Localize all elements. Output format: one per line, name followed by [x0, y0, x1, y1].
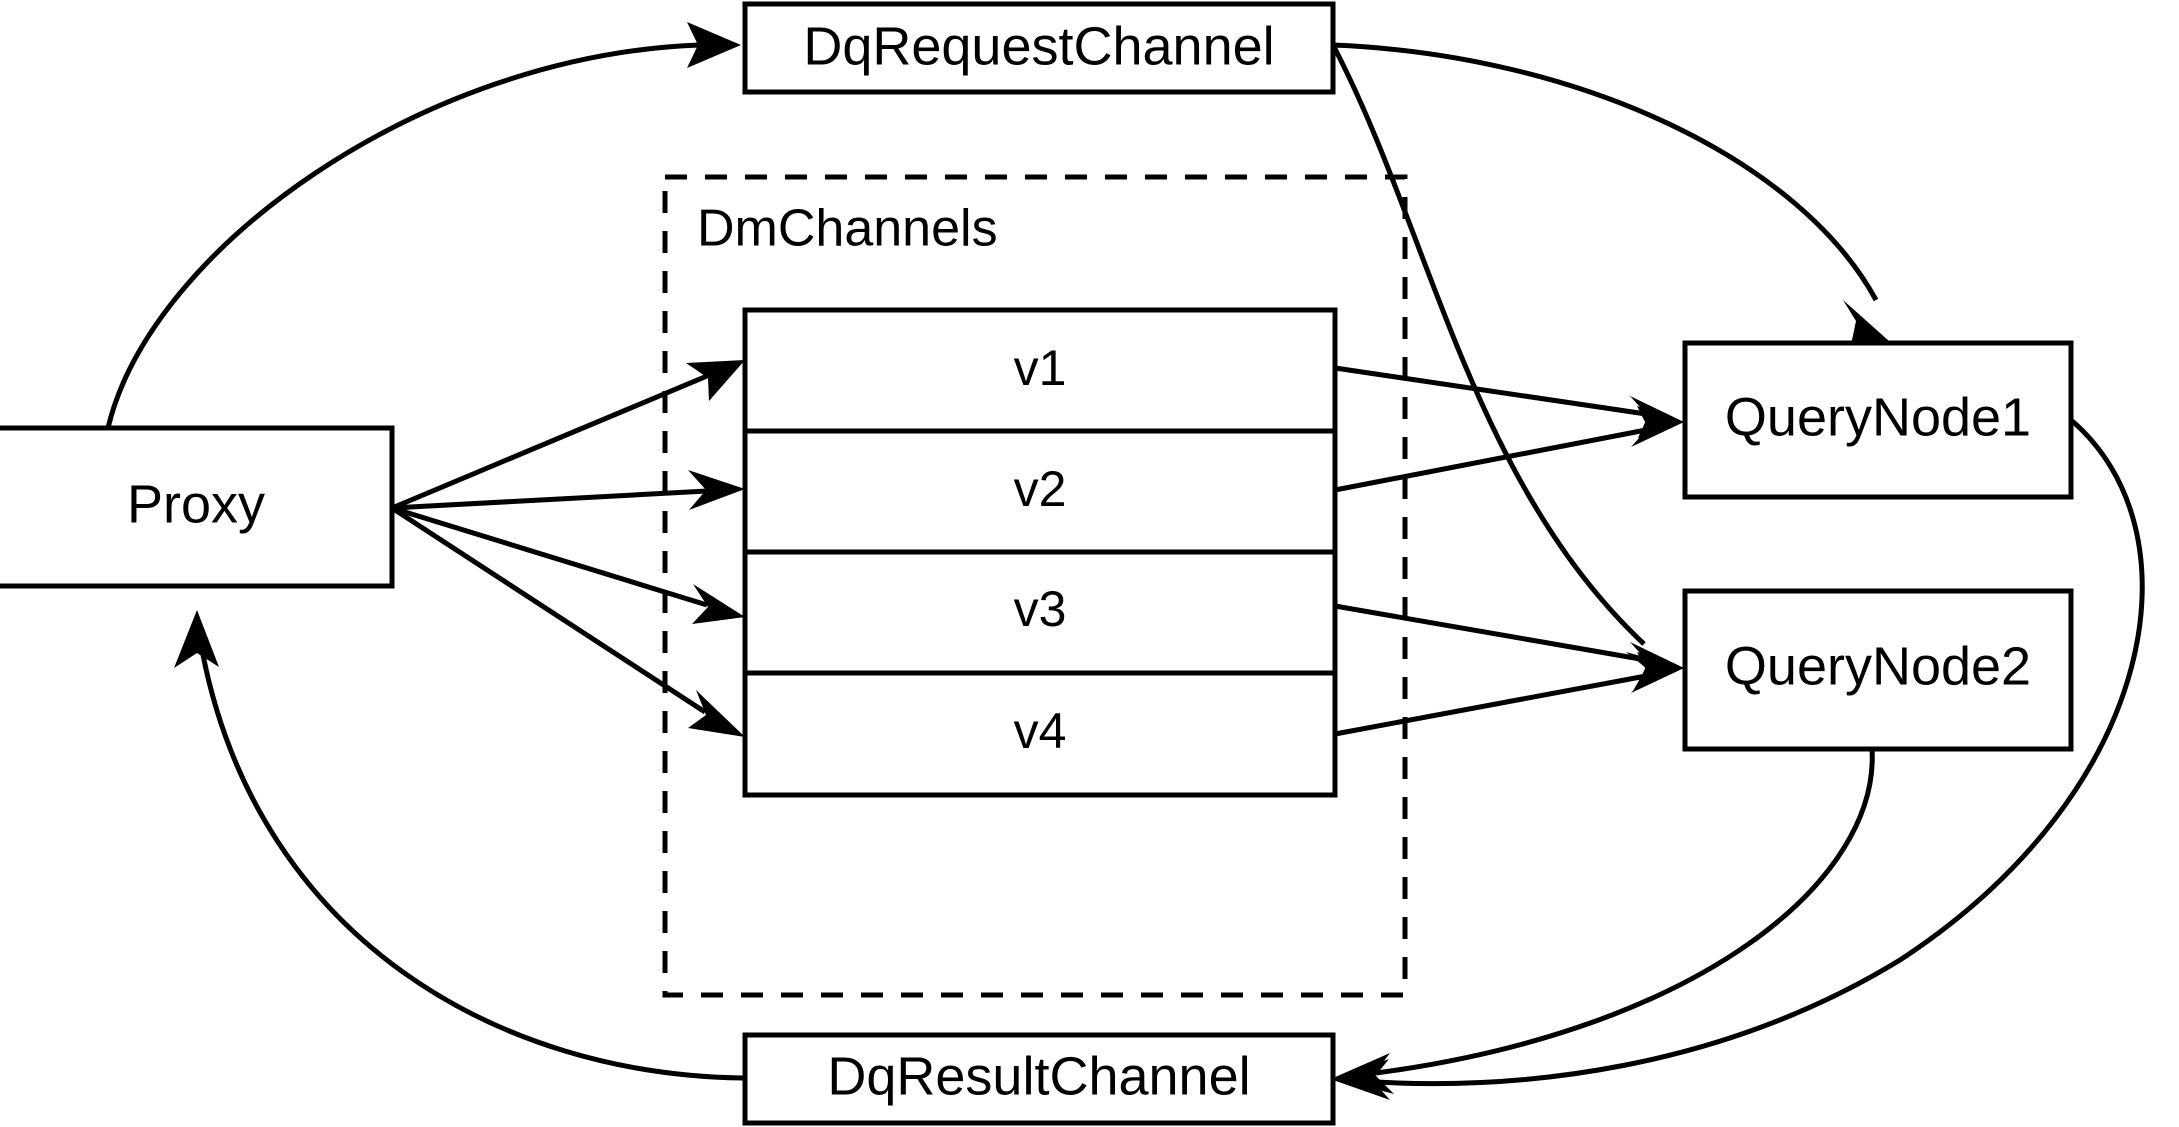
arrow-head-icon: [692, 584, 745, 624]
node-dq-result-channel[interactable]: DqResultChannel: [742, 1032, 1336, 1126]
arrow-head-icon: [688, 470, 745, 510]
dm-channel-label: v2: [1014, 461, 1067, 517]
edge-proxy-to-dq-request-channel: [105, 22, 741, 429]
dm-channel-label: v3: [1014, 581, 1067, 637]
edge-path: [1375, 748, 1875, 1076]
edge-path: [1334, 365, 1647, 417]
arrow-head-icon: [1631, 406, 1684, 447]
node-box[interactable]: [742, 1, 1336, 95]
node-box[interactable]: [1682, 340, 2074, 500]
edge-v3-to-query-node-2: [1334, 603, 1684, 684]
node-query-node-2[interactable]: QueryNode2: [1682, 588, 2074, 752]
edge-path: [1334, 673, 1647, 737]
dm-channel-row-v4[interactable]: v4: [1014, 703, 1067, 759]
edge-proxy-to-v3: [391, 505, 745, 624]
edge-dq-request-channel-to-query-node-1: [1332, 42, 1889, 345]
dm-channel-stack: v1 v2 v3 v4: [742, 307, 1338, 798]
node-dq-request-channel[interactable]: DqRequestChannel: [742, 1, 1336, 95]
edge-query-node-2-to-dq-result-channel: [1333, 748, 1875, 1094]
node-label-query-node-2: QueryNode2: [1725, 636, 2031, 696]
node-proxy[interactable]: Proxy: [0, 425, 395, 589]
node-label-proxy: Proxy: [127, 474, 265, 534]
arrow-head-icon: [1631, 652, 1684, 693]
edge-path: [1334, 427, 1647, 493]
arrow-head-icon: [174, 610, 219, 668]
edge-path: [391, 373, 708, 511]
arrow-head-icon: [688, 690, 745, 737]
edge-proxy-to-v2: [391, 470, 745, 511]
edge-path: [1330, 43, 1646, 646]
arrow-head-icon: [687, 22, 741, 68]
group-label-dm-channels: DmChannels: [697, 200, 998, 258]
edge-path: [200, 654, 744, 1081]
edge-path: [1332, 42, 1879, 302]
node-query-node-1[interactable]: QueryNode1: [1682, 340, 2074, 500]
arrow-head-icon: [1333, 1053, 1394, 1094]
dm-channel-row-v2[interactable]: v2: [1014, 461, 1067, 517]
edge-v2-to-query-node-1: [1334, 406, 1684, 493]
edge-v4-to-query-node-2: [1334, 652, 1684, 737]
edge-v1-to-query-node-1: [1334, 365, 1684, 438]
node-label-dq-result-channel: DqResultChannel: [827, 1046, 1250, 1106]
group-box: [662, 174, 1408, 998]
node-box[interactable]: [742, 1032, 1336, 1126]
node-label-dq-request-channel: DqRequestChannel: [803, 16, 1274, 76]
node-box[interactable]: [1682, 588, 2074, 752]
dm-channel-row-v1[interactable]: v1: [1014, 340, 1067, 396]
edge-dq-result-channel-to-proxy: [174, 610, 744, 1081]
group-dm-channels: DmChannels: [662, 174, 1408, 998]
dm-channel-label: v4: [1014, 703, 1067, 759]
dm-channel-row-v3[interactable]: v3: [1014, 581, 1067, 637]
arrow-head-icon: [1843, 300, 1889, 345]
edge-path: [391, 488, 708, 511]
edge-proxy-to-v1: [391, 360, 745, 511]
edge-proxy-to-v4: [390, 505, 745, 737]
edge-path: [390, 505, 707, 715]
edge-dq-request-channel-to-query-node-2: [1330, 43, 1684, 691]
arrow-head-icon: [686, 360, 745, 401]
edge-path: [1334, 603, 1647, 663]
edge-path: [391, 505, 708, 608]
edge-query-node-1-to-dq-result-channel: [1333, 418, 2145, 1100]
edge-path: [105, 42, 701, 429]
node-label-query-node-1: QueryNode1: [1725, 387, 2031, 447]
edge-path: [1375, 418, 2145, 1087]
dm-channel-label: v1: [1014, 340, 1067, 396]
node-box[interactable]: [0, 425, 395, 589]
